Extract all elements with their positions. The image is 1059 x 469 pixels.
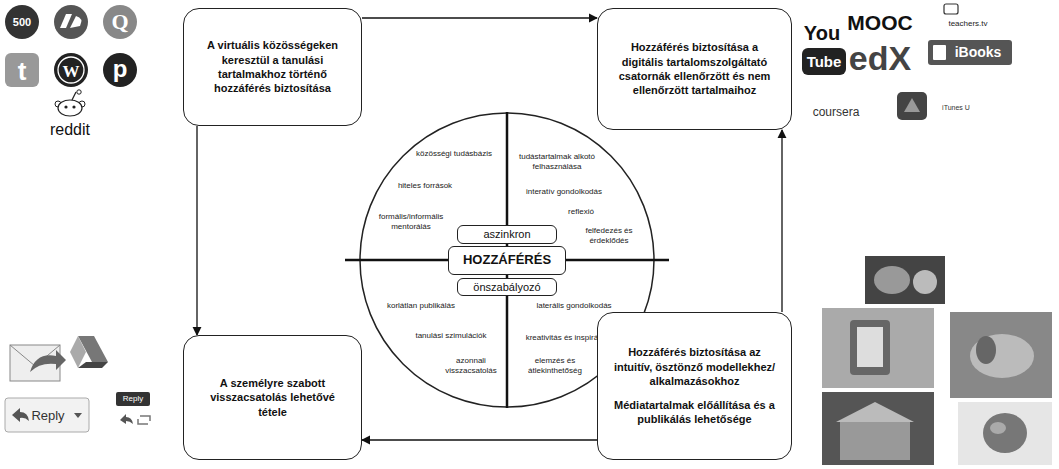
reply-arrow (120, 414, 133, 424)
tag-text: önszabályozó (473, 281, 540, 293)
flow-arrow (196, 126, 197, 335)
quadrant-text: korlátlan publikálás (387, 301, 455, 311)
social-icon (54, 53, 88, 87)
logo-text: Q (111, 11, 128, 33)
model-screenshot (865, 256, 945, 304)
quadrant-text: formális/informális mentorálás (366, 212, 456, 231)
logo-text: Reply (123, 395, 143, 403)
quadrant-text: laterális gondolkodás (536, 301, 611, 311)
quadrant-text: reflexió (568, 207, 594, 217)
itunes-glyph (904, 98, 920, 112)
tablet-figure (850, 320, 890, 375)
logo-text: MOOC (847, 12, 912, 33)
reply-arrow (30, 350, 66, 372)
process-box: Hozzáférés biztosítása az intuitív, öszt… (597, 312, 792, 460)
icon-glyph (60, 14, 72, 28)
youtube-badge (802, 48, 846, 75)
tv-icon (944, 4, 958, 14)
quadrant-text: interatív gondolkodás (526, 187, 602, 197)
tooltip (116, 392, 150, 406)
book-icon (933, 45, 946, 60)
box-text: A személyre szabott visszacsatolás lehet… (196, 376, 349, 419)
reddit-antenna (72, 92, 76, 100)
reply-arrow (12, 408, 29, 422)
reddit-eye (72, 105, 75, 108)
logo-text: coursera (813, 106, 860, 118)
quadrant-text: tudástartalmak alkotó felhasználása (507, 152, 607, 171)
center-tag: HOZZÁFÉRÉS (448, 246, 566, 275)
logo-text: edX (849, 41, 911, 75)
flow-arrow (781, 130, 782, 312)
model-figure (874, 266, 910, 294)
model-screenshot (822, 392, 934, 465)
model-figure (970, 334, 1034, 378)
tag-text: HOZZÁFÉRÉS (463, 253, 551, 267)
quadrant-text: közösségi tudásbázis (416, 149, 492, 159)
icon-glyph (58, 57, 84, 83)
quadrant-text: tanulási szimulációk (415, 331, 486, 341)
quadrant-text: hiteles források (398, 181, 452, 191)
logo-text: t (18, 58, 27, 84)
heart-figure (983, 413, 1027, 453)
box-text: Médiatartalmak előállítása és a publikál… (610, 398, 779, 427)
quadrant-text: elemzés és átlekinthetőség (515, 356, 595, 375)
heart-figure (990, 422, 1006, 434)
tablet-screen (857, 327, 883, 367)
process-box: Hozzáférés biztosítása a digitális tarta… (597, 8, 792, 130)
social-icon (5, 53, 39, 87)
flow-arrow (362, 439, 597, 440)
logo-text: You (804, 23, 840, 43)
model-screenshot (822, 308, 934, 388)
social-icon (5, 5, 39, 39)
model-figure (913, 270, 937, 294)
drive-icon (70, 336, 86, 368)
reddit-antenna (77, 90, 81, 94)
box-text: Hozzáférés biztosítása az intuitív, öszt… (610, 345, 779, 388)
logo-text: W (63, 63, 80, 80)
center-tag: aszinkron (457, 225, 557, 244)
model-figure (976, 336, 996, 364)
quadrant-text: azonnali visszacsatolás (440, 356, 502, 375)
model-screenshot (958, 402, 1052, 465)
logo-text: iTunes U (942, 104, 970, 111)
quadrant-text: felfedezés és érdeklődés (578, 226, 640, 245)
social-icon (103, 5, 137, 39)
social-icon (103, 53, 137, 87)
flow-arrow (362, 17, 597, 18)
retweet-icon (138, 416, 150, 424)
model-screenshot (950, 312, 1052, 398)
reddit-head (58, 100, 82, 116)
logo-text: 500 (13, 17, 31, 28)
logo-text: p (113, 57, 128, 81)
building-roof (836, 402, 914, 422)
process-box: A virtuális közösségeken keresztül a tan… (183, 8, 362, 126)
box-text: Hozzáférés biztosítása a digitális tarta… (610, 40, 779, 97)
logo-text: reddit (50, 122, 90, 138)
reply-button (5, 398, 89, 432)
building-figure (840, 422, 910, 460)
logo-text: Tube (807, 54, 842, 69)
quadrant-text: kreativitás és inspiráció (526, 333, 609, 343)
ibooks-badge (928, 40, 1012, 65)
dropdown-arrow (74, 413, 82, 418)
itunes-icon (897, 92, 927, 120)
icon-glyph (70, 16, 81, 28)
drive-icon (78, 362, 108, 368)
logo-text: Reply (31, 409, 64, 422)
center-tag: önszabályozó (457, 278, 557, 296)
social-icon (54, 5, 88, 39)
process-box: A személyre szabott visszacsatolás lehet… (183, 335, 362, 460)
reddit-eye (64, 105, 67, 108)
logo-text: teachers.tv (948, 20, 987, 28)
logo-text: iBooks (955, 45, 1002, 59)
tag-text: aszinkron (483, 228, 530, 240)
box-text: A virtuális közösségeken keresztül a tan… (196, 38, 349, 95)
